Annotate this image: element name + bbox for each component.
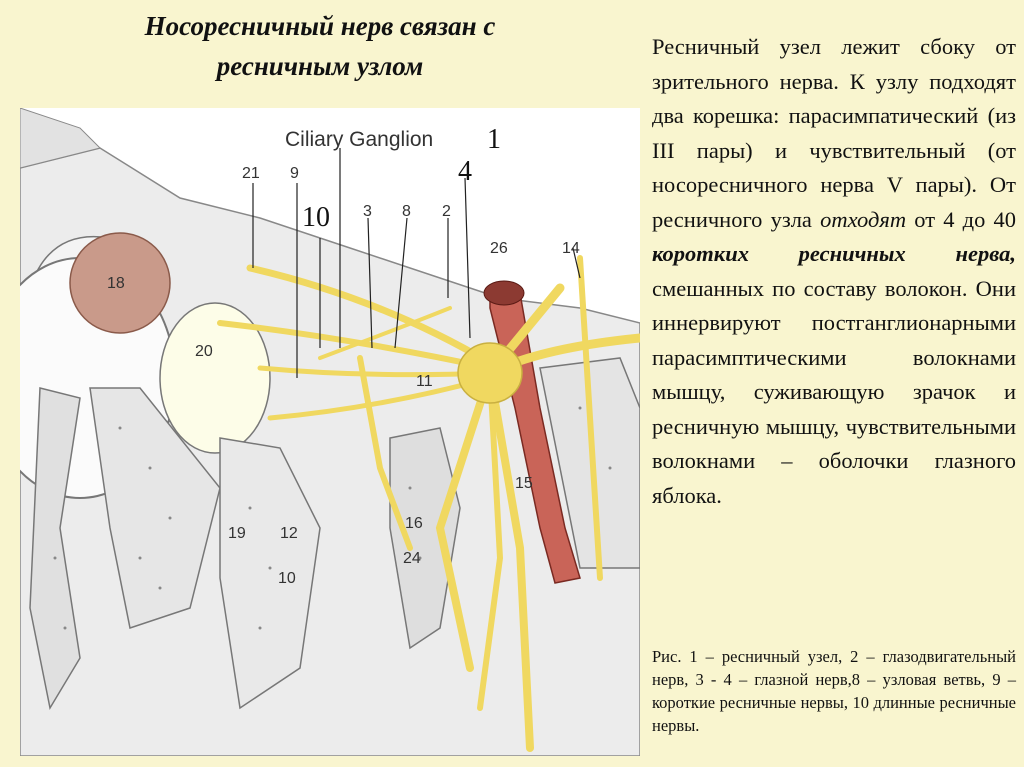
body-emphasis-1: отходят — [820, 206, 907, 232]
label-11: 11 — [416, 373, 433, 390]
label-15: 15 — [515, 475, 533, 492]
title-line-1: Носоресничный нерв связан с — [144, 11, 496, 41]
label-18: 18 — [107, 275, 125, 292]
label-2: 2 — [442, 203, 451, 220]
label-9: 9 — [290, 165, 299, 182]
anatomy-figure: Ciliary Ganglion 1 4 10 21 9 3 8 2 26 14… — [20, 108, 640, 756]
ciliary-ganglion-illustration: Ciliary Ganglion 1 4 10 21 9 3 8 2 26 14… — [20, 108, 640, 756]
title-line-2: ресничным узлом — [216, 51, 424, 81]
label-21: 21 — [242, 165, 260, 182]
label-20: 20 — [195, 343, 213, 360]
label-26: 26 — [490, 240, 508, 257]
label-24: 24 — [403, 550, 421, 567]
body-part-3: смешанных по составу волокон. Они иннерв… — [652, 275, 1016, 508]
body-text: Ресничный узел лежит сбоку от зрительног… — [652, 30, 1016, 513]
label-1: 1 — [487, 124, 501, 155]
body-part-2: от 4 до 40 — [906, 206, 1016, 232]
label-10-big: 10 — [302, 202, 330, 233]
slide-title: Носоресничный нерв связан с ресничным уз… — [50, 6, 590, 86]
label-8: 8 — [402, 203, 411, 220]
figure-caption: Рис. 1 – ресничный узел, 2 – глазодвигат… — [652, 647, 1016, 735]
body-part-1: Ресничный узел лежит сбоку от зрительног… — [652, 34, 1016, 232]
label-14: 14 — [562, 240, 580, 257]
body-emphasis-2: коротких ресничных нерва, — [652, 241, 1016, 266]
label-4: 4 — [458, 156, 472, 187]
label-16: 16 — [405, 515, 423, 532]
label-19: 19 — [228, 525, 246, 542]
label-12: 12 — [280, 525, 298, 542]
label-10: 10 — [278, 570, 296, 587]
label-3: 3 — [363, 203, 372, 220]
figure-heading: Ciliary Ganglion — [285, 128, 433, 151]
